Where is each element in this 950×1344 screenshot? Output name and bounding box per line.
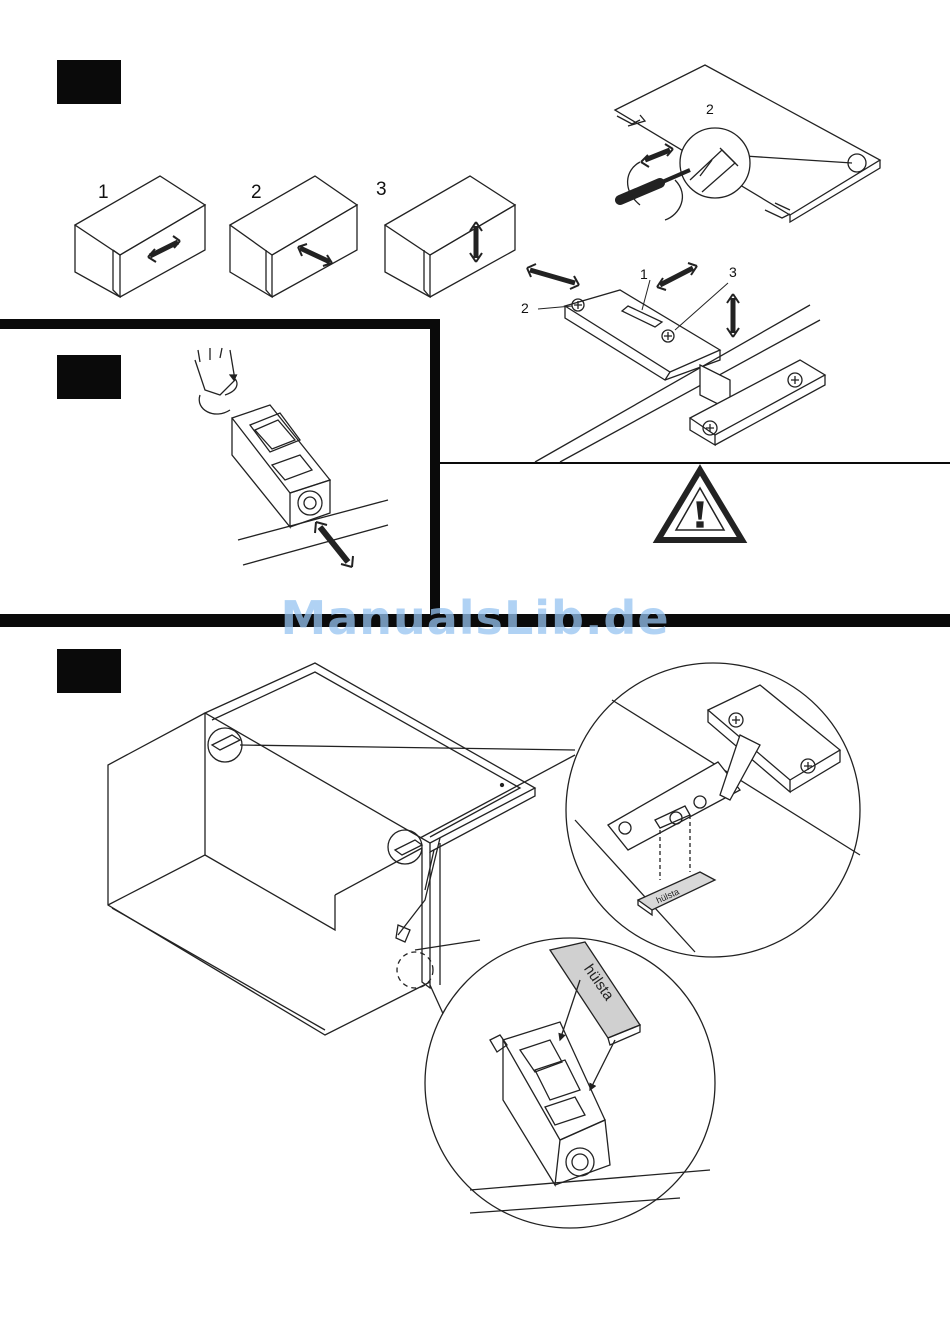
hinge-label-2: 2 — [521, 300, 529, 316]
cabinet-top-panel — [615, 65, 880, 222]
drawer-2 — [230, 176, 357, 297]
watermark: ManualsLib.de — [0, 591, 950, 645]
drawer-label-3: 3 — [376, 179, 387, 200]
screw-detail-label: 2 — [706, 101, 714, 117]
screwdriver — [620, 144, 690, 220]
latch-cover-magnifier — [425, 938, 715, 1228]
drawer-1 — [75, 176, 205, 297]
hinge-label-1: 1 — [640, 266, 648, 282]
hinge-label-3: 3 — [729, 264, 737, 280]
drawer-3 — [385, 176, 515, 297]
screw-magnifier — [680, 128, 750, 198]
hinge-cover-magnifier — [566, 663, 860, 957]
push-latch-detail — [195, 348, 388, 567]
drawer-label-2: 2 — [251, 182, 262, 203]
drawer-label-1: 1 — [98, 182, 109, 203]
hinge-adjustment-detail — [527, 263, 825, 462]
warning-triangle — [658, 470, 742, 540]
